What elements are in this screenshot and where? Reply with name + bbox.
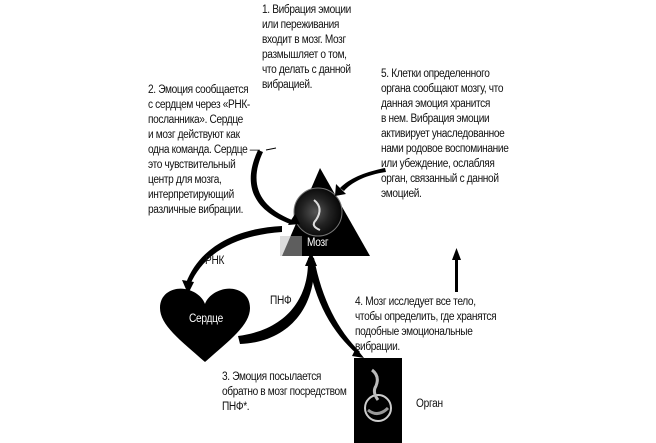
text-line: обратно в мозг посредством <box>222 386 347 398</box>
brain-label: Мозг <box>307 237 329 249</box>
text-line: центр для мозга, <box>148 174 222 186</box>
arrow-step2-to-brain <box>250 150 292 224</box>
heart-icon <box>160 288 250 362</box>
text-line: данная эмоция хранится <box>381 98 491 110</box>
text-line: что делать с данной <box>262 64 351 76</box>
arrow-brain-to-organ <box>308 258 360 354</box>
step4-text: 4. Мозг исследует все тело, чтобы опреде… <box>355 295 497 355</box>
text-line: с сердцем через «РНК- <box>148 99 250 111</box>
text-line: 4. Мозг исследует все тело, <box>355 296 476 308</box>
arrow-brain-to-heart-rnk <box>186 226 282 285</box>
text-line: вибрацией. <box>262 79 313 91</box>
arrow-organ-to-brain <box>340 168 386 191</box>
text-line: одна команда. Сердце — <box>148 144 260 156</box>
text-line: различные вибрации. <box>148 204 244 216</box>
pnf-label: ПНФ <box>270 295 292 307</box>
text-line: вибрации. <box>355 341 400 353</box>
text-line: или переживания <box>262 19 340 31</box>
step3-text: 3. Эмоция посылается обратно в мозг поср… <box>222 370 347 415</box>
text-line: или убеждение, ослабляя <box>381 158 495 170</box>
text-line: 3. Эмоция посылается <box>222 371 322 383</box>
text-line: эмоцией. <box>381 188 422 200</box>
step2-text: 2. Эмоция сообщается с сердцем через «РН… <box>148 83 260 218</box>
text-line: посланника». Сердце <box>148 114 243 126</box>
organ-label: Орган <box>416 398 443 410</box>
text-line: подобные эмоциональные <box>355 326 473 338</box>
text-line: размышляет о том, <box>262 49 347 61</box>
text-line: 1. Вибрация эмоции <box>262 4 351 16</box>
text-line: орган, связанный с данной <box>381 173 499 185</box>
text-line: ПНФ*. <box>222 401 250 413</box>
organ-image <box>354 358 402 443</box>
text-line: и мозг действуют как <box>148 129 240 141</box>
text-line: интерпретирующий <box>148 189 234 201</box>
arrow-step4-up <box>455 258 458 292</box>
text-line: органа сообщают мозгу, что <box>381 83 504 95</box>
text-line: это чувствительный <box>148 159 236 171</box>
text-line: активирует унаследованное <box>381 128 505 140</box>
rnk-label: РНК <box>205 255 225 267</box>
text-line: в нем. Вибрация эмоции <box>381 113 490 125</box>
brain-triangle-icon <box>280 168 370 256</box>
step5-text: 5. Клетки определенного органа сообщают … <box>381 67 509 202</box>
text-line: нами родовое воспоминание <box>381 143 509 155</box>
text-line: входит в мозг. Мозг <box>262 34 346 46</box>
text-line: 2. Эмоция сообщается <box>148 84 249 96</box>
heart-label: Сердце <box>189 313 223 325</box>
arrow-heart-to-brain-pnf <box>238 262 315 344</box>
text-line: 5. Клетки определенного <box>381 68 490 80</box>
text-line: чтобы определить, где хранятся <box>355 311 497 323</box>
step1-text: 1. Вибрация эмоции или переживания входи… <box>262 3 351 93</box>
